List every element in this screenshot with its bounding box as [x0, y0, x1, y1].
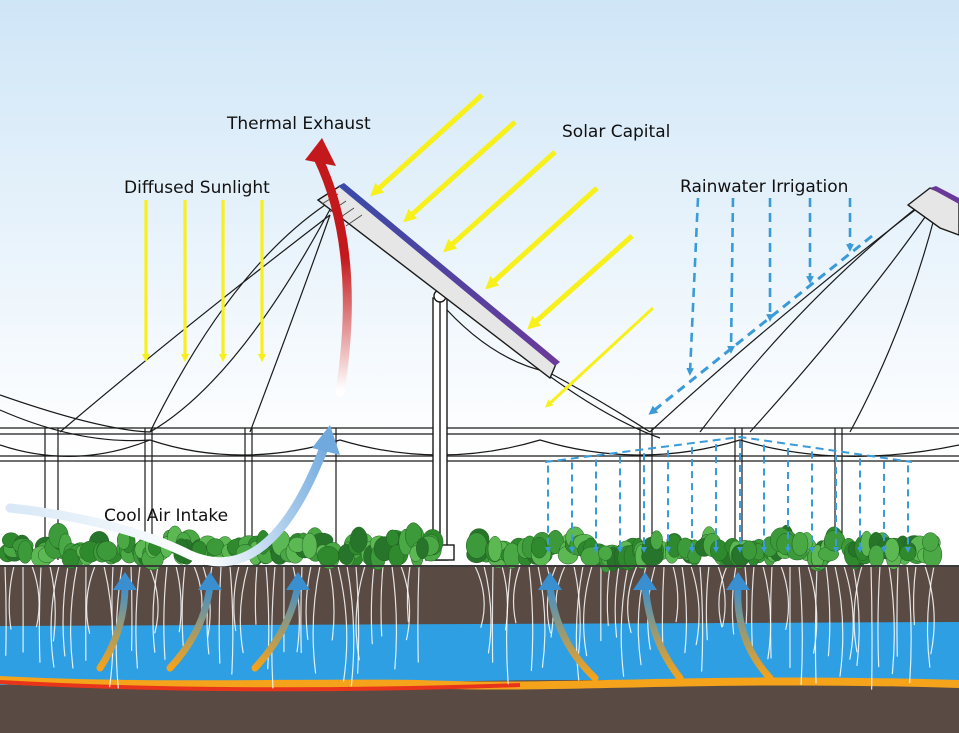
lettuce-plant-icon — [93, 540, 123, 565]
distribution-line — [544, 435, 913, 463]
rain-runoff-arrow — [648, 234, 873, 415]
warm-air-arrow-icon — [726, 572, 750, 590]
irrigation-distribution — [544, 435, 913, 553]
warm-air-arrow-icon — [113, 572, 137, 590]
sunlight-arrow — [443, 150, 557, 253]
lettuce-plant-icon — [141, 534, 170, 571]
rainwater-irrigation-label: Rainwater Irrigation — [680, 177, 848, 197]
water-layer — [0, 622, 959, 685]
lettuce-plant-icon — [917, 532, 943, 568]
solar-capital-label: Solar Capital — [562, 122, 670, 142]
lettuce-plant-icon — [44, 523, 72, 559]
lettuce-plant-icon — [416, 529, 444, 562]
lettuce-rows — [0, 522, 959, 573]
warm-air-arrows — [96, 581, 774, 682]
warm-air-arrow — [546, 581, 599, 682]
thermal-exhaust-arrow — [305, 138, 352, 397]
warm-air-arrow-icon — [286, 572, 310, 590]
sunlight-arrow — [485, 186, 599, 290]
warm-air-arrow — [641, 581, 684, 682]
warm-air-arrow — [251, 581, 302, 672]
plant-roots — [4, 565, 935, 690]
warm-air-arrowheads — [113, 572, 750, 590]
cool-air-arrow-icon — [312, 425, 340, 455]
warm-air-arrow-icon — [538, 572, 562, 590]
warm-air-arrow — [96, 581, 129, 672]
warm-air-arrow-icon — [633, 572, 657, 590]
warm-air-arrow — [166, 581, 214, 672]
sunlight-arrow — [370, 93, 484, 197]
lettuce-plant-icon — [741, 538, 768, 568]
sunlight-arrow — [527, 234, 634, 330]
warm-air-arrow — [734, 581, 774, 682]
solar-capital-arrows — [370, 93, 655, 408]
sunlight-arrow — [403, 120, 517, 223]
heat-layer — [0, 676, 959, 690]
cool-air-intake-label: Cool Air Intake — [104, 506, 228, 526]
membrane-canopy — [0, 199, 936, 442]
lettuce-plant-icon — [12, 534, 34, 564]
lettuce-plant-icon — [317, 542, 342, 570]
heat-core — [0, 680, 521, 692]
rain-arrow — [727, 197, 735, 354]
diffused-sunlight-label: Diffused Sunlight — [124, 178, 270, 198]
thermal-exhaust-label: Thermal Exhaust — [226, 114, 371, 134]
lettuce-plant-icon — [363, 535, 396, 571]
exhaust-arrow-icon — [305, 138, 336, 166]
warm-air-arrow-icon — [198, 572, 222, 590]
solar-panel-right — [906, 186, 959, 236]
sunlight-arrow — [545, 306, 655, 408]
lettuce-plant-icon — [818, 526, 846, 562]
diffused-sunlight-arrows — [141, 200, 267, 363]
rainwater-arrows — [648, 197, 873, 415]
cool-air-intake-arrow — [5, 425, 340, 567]
truss-frame — [0, 427, 959, 560]
